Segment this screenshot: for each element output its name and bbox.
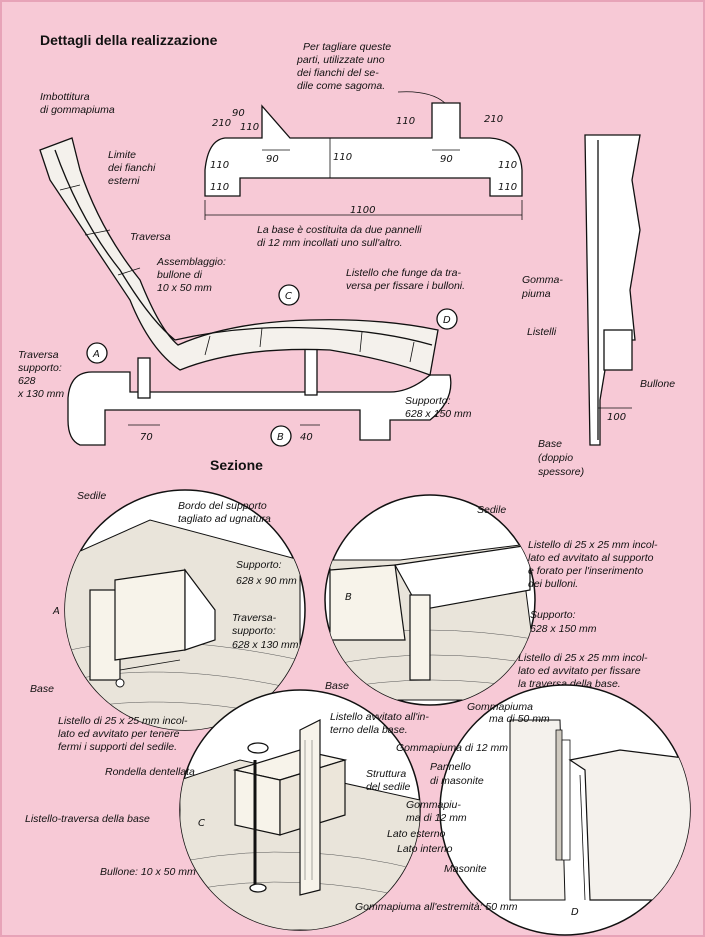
detail-d-lato-interno: Lato interno <box>397 843 453 855</box>
chair-base <box>67 371 452 446</box>
seat-cushion <box>39 137 439 376</box>
detail-b-supporto: Supporto: 628 x 150 mm <box>530 609 597 635</box>
detail-a: A Sedile Bordo del supporto tagliato ad … <box>30 489 306 753</box>
detail-b-sedile: Sedile <box>477 504 506 516</box>
detail-d: D Gommapiuma ma di 50 mm Gommapiuma di 1… <box>355 684 691 936</box>
label-listelli: Listelli <box>527 326 557 338</box>
template-note: Per tagliare queste parti, utilizzate un… <box>296 41 394 92</box>
support-b <box>304 344 318 396</box>
detail-b-marker: B <box>345 592 352 603</box>
label-traversa: Traversa <box>130 231 171 243</box>
detail-d-gomma12-top: Gommapiuma di 12 mm <box>396 742 508 754</box>
label-gommapiuma: Gomma- piuma <box>521 274 566 300</box>
dim-210-right: 210 <box>484 114 503 125</box>
dim-210-left: 210 <box>212 118 231 129</box>
label-base-doppio: Base (doppio spessore) <box>538 438 584 478</box>
detail-d-estremita: Gommapiuma all'estremità: 50 mm <box>355 901 518 913</box>
page-title: Dettagli della realizzazione <box>40 32 218 48</box>
dim-90-low-right: 90 <box>440 154 453 165</box>
detail-b-listello-bottom: Listello di 25 x 25 mm incol- lato ed av… <box>518 652 650 690</box>
label-bullone: Bullone <box>640 378 675 390</box>
label-imbottitura: Imbottitura di gommapiuma <box>40 91 115 116</box>
dim-40: 40 <box>300 432 313 443</box>
label-supporto: Supporto: 628 x 150 mm <box>405 395 472 420</box>
detail-c-listello-avvitato: Listello avvitato all'in- terno della ba… <box>330 711 432 736</box>
dim-110-left-side: 110 <box>210 160 229 171</box>
detail-d-gomma12: Gommapiu- ma di 12 mm <box>406 799 467 824</box>
dim-110-right-bottom: 110 <box>498 182 517 193</box>
detail-a-listello: Listello di 25 x 25 mm incol- lato ed av… <box>58 715 190 753</box>
screw-icon <box>115 678 125 688</box>
dim-70: 70 <box>140 432 153 443</box>
dim-110-right-side: 110 <box>498 160 517 171</box>
label-listello: Listello che funge da tra- versa per fis… <box>346 267 465 292</box>
detail-d-gomma50: Gommapiuma ma di 50 mm <box>467 701 550 725</box>
detail-c-bullone: Bullone: 10 x 50 mm <box>100 866 196 878</box>
base-note: La base è costituita da due pannelli di … <box>257 224 425 249</box>
detail-d-marker: D <box>571 907 579 918</box>
marker-a <box>86 342 108 364</box>
detail-c-struttura: Struttura del sedile <box>366 768 411 793</box>
detail-a-sedile: Sedile <box>77 490 106 502</box>
dim-110-a: 110 <box>240 122 259 133</box>
svg-text:C: C <box>285 291 292 302</box>
detail-b-listello-top: Listello di 25 x 25 mm incol- lato ed av… <box>528 539 660 590</box>
detail-a-marker: A <box>52 606 60 617</box>
base-template-shape <box>204 102 523 197</box>
dim-110-right-top: 110 <box>396 116 415 127</box>
detail-a-supporto: Supporto: 628 x 90 mm <box>236 559 297 587</box>
base-template-drawing: 210 90 110 90 110 90 210 110 110 110 110… <box>204 41 523 249</box>
detail-c-listello-traversa: Listello-traversa della base <box>25 813 150 825</box>
detail-c-marker: C <box>198 818 205 829</box>
marker-b <box>270 425 292 447</box>
dim-100: 100 <box>607 412 626 423</box>
dim-90-top: 90 <box>232 108 245 119</box>
support-a <box>137 357 151 399</box>
note-leader <box>397 91 446 104</box>
detail-d-pannello: Pannello di masonite <box>430 761 484 787</box>
section-view: 100 Gomma- piuma Listelli Bullone Base (… <box>521 134 675 478</box>
detail-d-masonite: Masonite <box>444 863 487 875</box>
svg-text:D: D <box>443 315 451 326</box>
section-listelli <box>603 329 633 371</box>
dim-1100: 1100 <box>350 205 375 216</box>
dim-90-low-left: 90 <box>266 154 279 165</box>
section-heading: Sezione <box>210 457 263 473</box>
label-traversa-supporto: Traversa supporto: 628 x 130 mm <box>17 349 65 400</box>
detail-b: B Sedile Listello di 25 x 25 mm incol- l… <box>324 494 660 706</box>
dim-110-center: 110 <box>333 152 352 163</box>
dim-110-left-bottom: 110 <box>210 182 229 193</box>
detail-a-bordo: Bordo del supporto tagliato ad ugnatura <box>178 500 271 525</box>
marker-c <box>278 284 300 306</box>
marker-d <box>436 308 458 330</box>
detail-d-lato-esterno: Lato esterno <box>387 828 446 840</box>
detail-a-base: Base <box>30 683 54 695</box>
detail-c-rondella: Rondella dentellata <box>105 766 195 778</box>
bolt-head-icon <box>249 883 267 893</box>
detail-a-traversa: Traversa- supporto: 628 x 130 mm <box>232 612 299 651</box>
detail-b-base: Base <box>325 680 349 692</box>
washer-icon <box>247 742 269 754</box>
section-body <box>584 134 641 446</box>
chair-side-view: 70 40 A B C D Imbottitura di gommapiuma … <box>17 91 472 447</box>
svg-text:A: A <box>92 349 100 360</box>
label-limite: Limite dei fianchi esterni <box>108 149 158 187</box>
label-assemblaggio: Assemblaggio: bullone di 10 x 50 mm <box>156 256 229 294</box>
detail-c: C Listello avvitato all'in- terno della … <box>25 689 432 931</box>
svg-text:B: B <box>277 432 284 443</box>
